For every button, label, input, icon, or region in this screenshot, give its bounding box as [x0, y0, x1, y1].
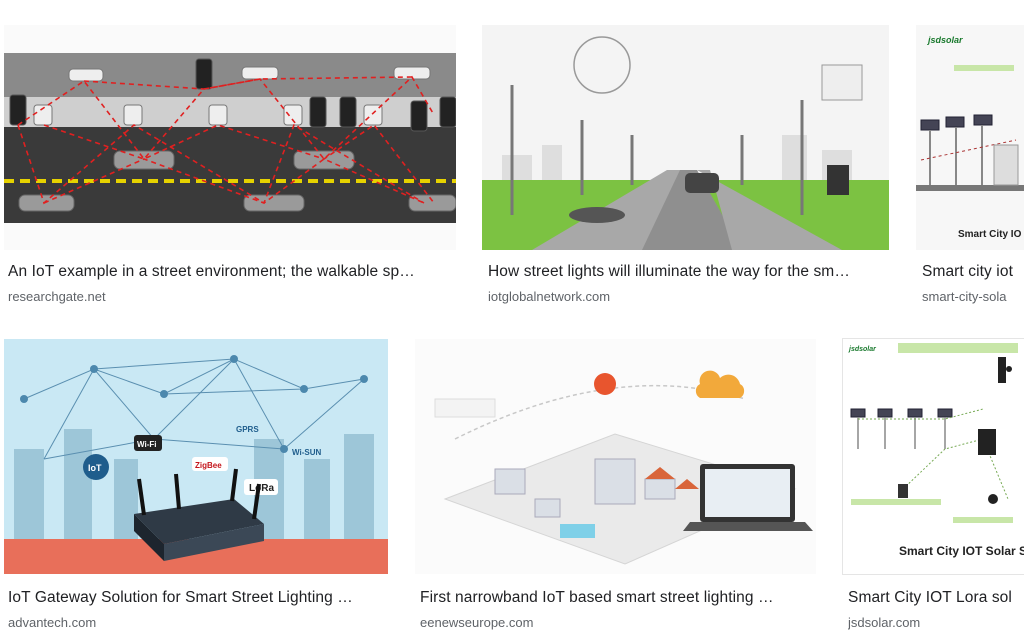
- result-source-5[interactable]: eenewseurope.com: [420, 615, 534, 630]
- result-thumbnail-2[interactable]: [482, 25, 889, 250]
- laptop-illustration: [683, 464, 813, 531]
- result-title-1[interactable]: An IoT example in a street environment; …: [8, 263, 415, 280]
- image-caption-6: Smart City IOT Solar S: [899, 544, 1024, 558]
- iot-label: IoT: [88, 463, 102, 473]
- result-source-4[interactable]: advantech.com: [8, 615, 97, 630]
- result-source-1[interactable]: researchgate.net: [8, 289, 106, 304]
- solar-street-lights-image: jsdsolar Smart City IO: [916, 35, 1024, 240]
- gateway-device: [134, 468, 264, 561]
- lora-solar-diagram: jsdsolar: [843, 343, 1024, 574]
- result-card-3[interactable]: jsdsolar Smart City IO Smart city iot sm…: [916, 25, 1024, 315]
- result-card-2[interactable]: How street lights will illuminate the wa…: [482, 25, 889, 315]
- lora-label: LoRa: [249, 483, 274, 494]
- result-source-3[interactable]: smart-city-sola: [922, 289, 1007, 304]
- jsdsolar-logo: jsdsolar: [927, 35, 963, 45]
- wifi-label: Wi-Fi: [137, 440, 156, 449]
- result-source-6[interactable]: jsdsolar.com: [848, 615, 921, 630]
- wisun-label: Wi-SUN: [292, 448, 321, 457]
- result-thumbnail-1[interactable]: [4, 25, 456, 250]
- result-card-6[interactable]: jsdsolar: [842, 338, 1024, 639]
- smart-street-illustration: [482, 25, 889, 250]
- result-card-4[interactable]: IoT Wi-Fi ZigBee LoRa Wi-SUN GPRS IoT Ga…: [4, 339, 388, 639]
- result-title-3[interactable]: Smart city iot: [922, 263, 1013, 280]
- result-thumbnail-3[interactable]: jsdsolar Smart City IO: [916, 25, 1024, 250]
- gprs-label: GPRS: [236, 425, 259, 434]
- zigbee-label: ZigBee: [195, 461, 222, 470]
- result-thumbnail-4[interactable]: IoT Wi-Fi ZigBee LoRa Wi-SUN GPRS: [4, 339, 388, 574]
- result-card-5[interactable]: First narrowband IoT based smart street …: [415, 339, 816, 639]
- jsdsolar-logo: jsdsolar: [848, 346, 877, 353]
- result-title-2[interactable]: How street lights will illuminate the wa…: [488, 263, 850, 280]
- result-title-6[interactable]: Smart City IOT Lora sol: [848, 589, 1012, 606]
- iot-gateway-city-image: IoT Wi-Fi ZigBee LoRa Wi-SUN GPRS: [4, 339, 388, 574]
- result-title-4[interactable]: IoT Gateway Solution for Smart Street Li…: [8, 589, 353, 606]
- image-caption-3: Smart City IO: [958, 229, 1022, 240]
- result-source-2[interactable]: iotglobalnetwork.com: [488, 289, 611, 304]
- result-thumbnail-6[interactable]: jsdsolar: [842, 338, 1024, 575]
- street-iot-diagram: [4, 53, 456, 223]
- nb-iot-city-image: [434, 370, 813, 565]
- result-title-5[interactable]: First narrowband IoT based smart street …: [420, 589, 774, 606]
- result-thumbnail-5[interactable]: [415, 339, 816, 574]
- result-card-1[interactable]: An IoT example in a street environment; …: [4, 25, 456, 315]
